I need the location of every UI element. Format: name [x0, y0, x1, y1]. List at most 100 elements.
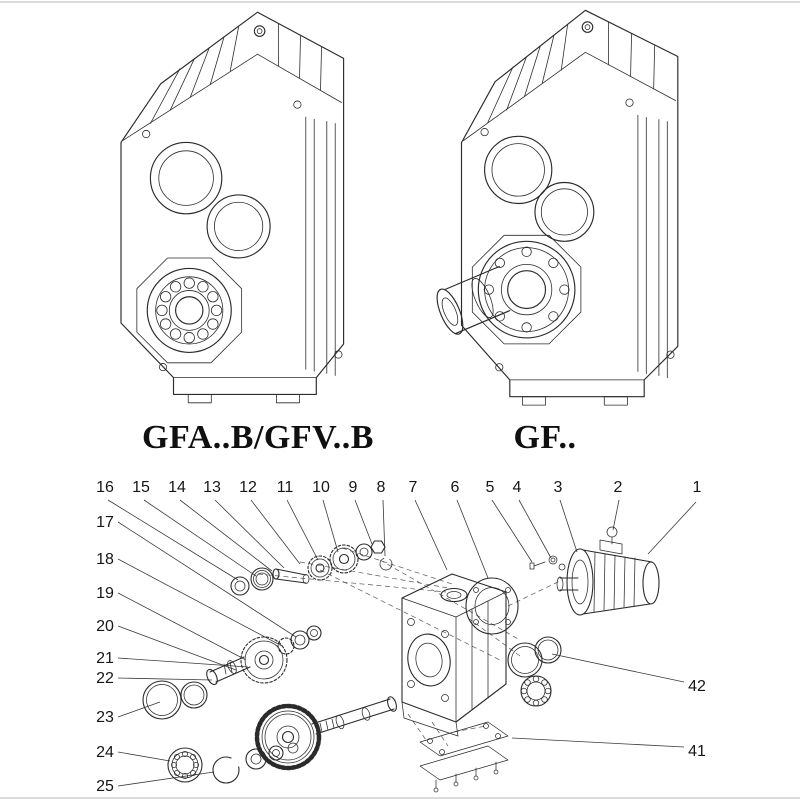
seal-ring-group: [507, 636, 562, 707]
exploded-parts-diagram: 16 15 14 13 12 11 10 9 8 7 6 5 4 3 2 1 1…: [96, 479, 706, 795]
callout-20: 20: [96, 618, 114, 635]
gear-housing: [401, 573, 507, 737]
intermediate-gear: [240, 636, 288, 684]
roof-ribs: [150, 23, 322, 124]
callout-4: 4: [513, 479, 522, 496]
roof-edge: [122, 53, 342, 141]
callout-25: 25: [96, 778, 114, 795]
ball-bearing-large: [167, 747, 203, 783]
roof-ribs: [487, 21, 656, 124]
ball-bearing-small: [250, 567, 274, 591]
side-ribs: [305, 116, 336, 376]
foot-right: [276, 394, 300, 404]
lifting-eye-hole: [581, 21, 594, 33]
cover-bolts: [433, 761, 499, 793]
intermediate-gear-cluster: [142, 625, 322, 720]
housing-outline: [460, 9, 679, 398]
ball-bearing-output: [520, 675, 552, 707]
callout-numbers-left: 17 18 19 20 21 22 23 24 25: [96, 514, 114, 795]
callout-23: 23: [96, 709, 114, 726]
input-bores: [149, 141, 271, 259]
side-ribs: [637, 114, 668, 379]
foot-left: [522, 396, 546, 406]
foot-right: [603, 396, 628, 406]
pinion-gear: [277, 637, 295, 655]
output-gear-teeth: [254, 703, 322, 771]
callout-10: 10: [312, 479, 330, 496]
callout-18: 18: [96, 551, 114, 568]
motor-terminal-box: [599, 539, 623, 555]
housing-bore: [407, 633, 451, 687]
output-shaft: [436, 265, 511, 335]
output-flange: [471, 234, 582, 345]
motor-fasteners: [529, 555, 566, 571]
callout-numbers-top: 16 15 14 13 12 11 10 9 8 7 6 5 4 3 2 1: [96, 479, 701, 496]
ring: [180, 681, 208, 709]
callout-2: 2: [614, 479, 623, 496]
callout-19: 19: [96, 585, 114, 602]
lifting-eye-hole-inner: [584, 24, 591, 30]
motor-flange: [566, 548, 594, 616]
motor-end-cap: [642, 561, 660, 605]
callout-15: 15: [132, 479, 150, 496]
snap-ring: [212, 756, 240, 784]
leader-lines: [107, 499, 697, 787]
housing-bottom-lip: [401, 701, 459, 737]
pinion-shaft-small: [272, 568, 310, 584]
o-ring-large: [507, 642, 543, 678]
lifting-eye-hole-inner: [256, 28, 263, 34]
output-gear-assembly: [254, 696, 398, 771]
gear-medium: [329, 544, 359, 574]
lifting-eye-hole: [253, 25, 266, 37]
housing-screws: [480, 98, 675, 372]
spacer: [306, 625, 322, 641]
callout-3: 3: [554, 479, 563, 496]
input-bores: [484, 135, 595, 242]
oil-seal: [142, 680, 182, 720]
callout-numbers-right: 42 41: [688, 678, 706, 760]
roof-edge: [463, 51, 677, 141]
callout-6: 6: [451, 479, 460, 496]
callout-41: 41: [688, 743, 706, 760]
housing-screws: [142, 100, 343, 372]
housing-outline: [120, 11, 345, 395]
gearbox-drawing-gf: [436, 9, 679, 406]
bottom-parts-row: [167, 742, 299, 784]
input-neck: [440, 587, 468, 603]
model-label-gfab-gfv: GFA..B/GFV..B: [142, 419, 374, 456]
gasket-and-cover: [419, 721, 509, 793]
model-label-gf: GF..: [513, 419, 576, 456]
callout-1: 1: [693, 479, 702, 496]
callout-16: 16: [96, 479, 114, 496]
input-shaft-parts-row: [230, 540, 393, 596]
o-ring-small: [534, 636, 562, 664]
washer: [245, 748, 267, 770]
callout-7: 7: [409, 479, 418, 496]
callout-24: 24: [96, 744, 114, 761]
washer: [230, 576, 250, 596]
spacer: [268, 745, 284, 761]
callout-21: 21: [96, 650, 114, 667]
intermediate-shaft: [206, 656, 251, 686]
gasket-plate: [419, 721, 509, 757]
callout-12: 12: [239, 479, 257, 496]
motor: [556, 526, 660, 616]
washer-small: [355, 543, 373, 561]
callout-5: 5: [486, 479, 495, 496]
circlip-small: [379, 557, 393, 571]
washer-tiny: [287, 742, 299, 754]
housing-bolt-holes: [407, 618, 449, 702]
motor-shaft-stub: [556, 576, 579, 592]
callout-14: 14: [168, 479, 186, 496]
motor-fins: [593, 551, 636, 613]
foot-left: [187, 394, 212, 404]
motor-flange-adapter: [465, 577, 519, 635]
gear-small: [307, 555, 333, 581]
callout-17: 17: [96, 514, 114, 531]
callout-13: 13: [203, 479, 221, 496]
hex-nut: [370, 540, 386, 554]
gearbox-drawing-gfab: [120, 11, 345, 404]
callout-11: 11: [277, 479, 294, 496]
